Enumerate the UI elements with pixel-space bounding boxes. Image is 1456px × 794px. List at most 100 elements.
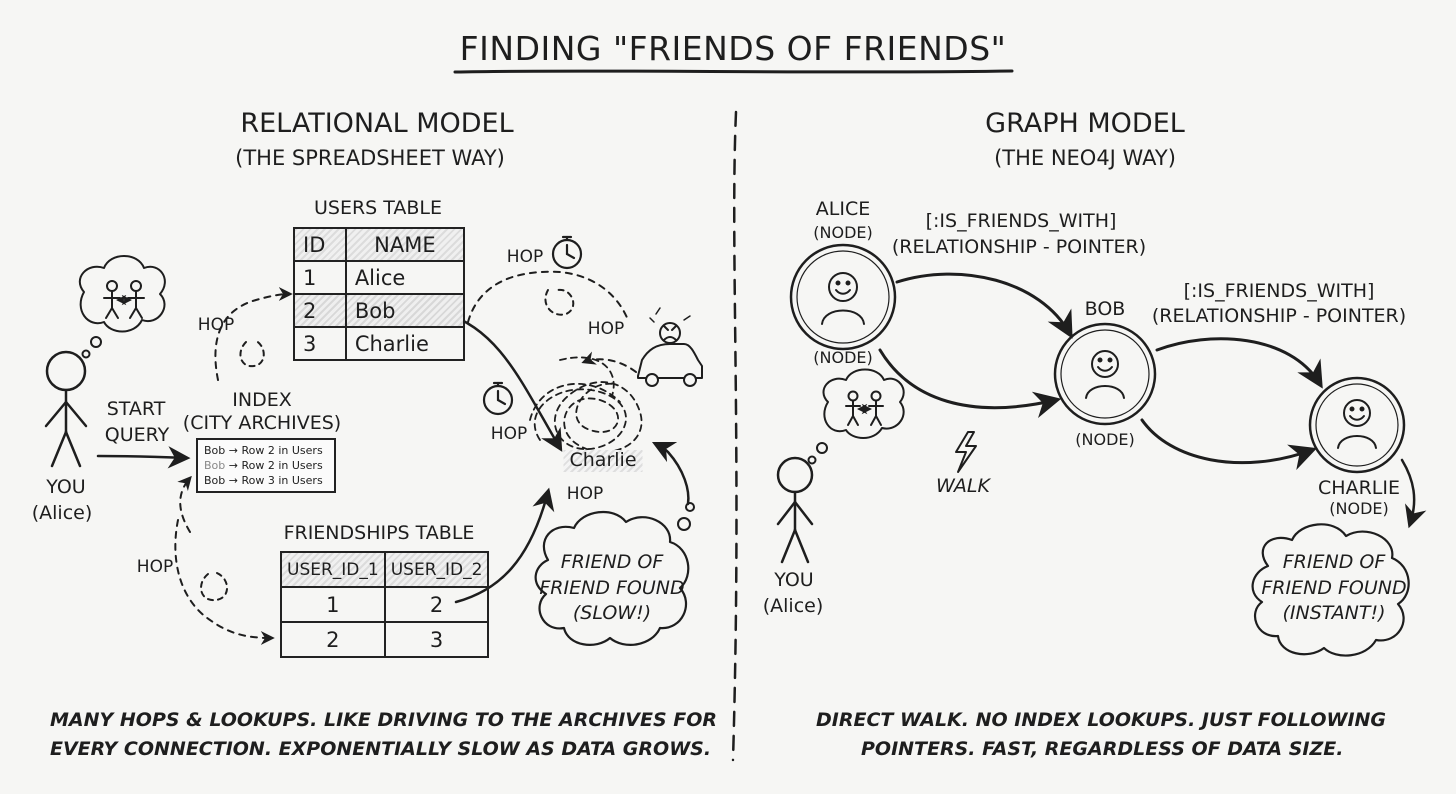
table-header: USER_ID_1: [280, 551, 386, 588]
index-box: Bob → Row 2 in Users Bob → Row 2 in User…: [196, 438, 336, 493]
you-label: YOU: [774, 569, 814, 591]
cloud-to-charlie-arrow: [651, 441, 688, 504]
alice-bob-walk-arrow: [880, 350, 1062, 419]
table-cell: Charlie: [344, 326, 466, 361]
hop-arrow-to-friendships: [175, 520, 275, 645]
graph-subheading: (THE NEO4J WAY): [994, 146, 1176, 170]
index-row: Bob → Row 3 in Users: [204, 474, 323, 487]
index-row: Bob → Row 2 in Users: [204, 459, 323, 472]
relationship-type-label: [:IS_FRIENDS_WITH]: [925, 210, 1117, 232]
friends-thought-cloud-icon: [80, 256, 165, 358]
hop-label: HOP: [136, 557, 174, 577]
table-cell: 2: [280, 621, 386, 658]
alice-node-circle: [791, 245, 895, 349]
walk-label: WALK: [936, 475, 990, 497]
you-name: (Alice): [31, 502, 93, 524]
stopwatch-icon: [553, 237, 581, 268]
table-row: 2 Bob: [293, 293, 466, 328]
alice-node-label: (NODE): [813, 348, 873, 367]
table-row: 3 Charlie: [293, 326, 466, 361]
hop-label: HOP: [197, 315, 235, 335]
bob-label: BOB: [1084, 298, 1126, 320]
charlie-node-label: (NODE): [1329, 499, 1389, 518]
hop-label: HOP: [587, 319, 625, 339]
relationship-desc-label: (RELATIONSHIP - POINTER): [891, 236, 1147, 258]
hop-arrow-bottom-to-index: [177, 475, 192, 532]
index-subtitle: (CITY ARCHIVES): [182, 412, 342, 434]
start-query-arrow: [98, 446, 191, 469]
index-title: INDEX: [232, 389, 292, 411]
hop-loop-small: [240, 340, 263, 366]
table-cell: 3: [293, 326, 347, 361]
charlie-to-cloud-arrow: [1402, 460, 1427, 529]
hop-loop-top: [545, 290, 573, 315]
bob-smiley-face-icon: [1086, 351, 1124, 398]
charlie-target-label: Charlie: [563, 449, 643, 472]
table-row: 1 2: [280, 586, 490, 623]
relational-heading: RELATIONAL MODEL: [240, 108, 514, 139]
table-cell: 2: [383, 586, 490, 623]
you-stick-figure-icon: [46, 352, 86, 466]
table-header-row: USER_ID_1 USER_ID_2: [280, 551, 490, 588]
charlie-node-circle: [1310, 378, 1404, 472]
slow-result-text: FRIEND OF FRIEND FOUND (SLOW!): [539, 551, 685, 625]
alice-label: ALICE: [815, 198, 871, 220]
hop-arrow-index-to-users: [215, 287, 293, 380]
lightning-bolt-icon: [956, 432, 976, 472]
stopwatch-icon: [484, 383, 512, 414]
table-cell: Bob: [344, 293, 466, 328]
table-cell: 1: [280, 586, 386, 623]
graph-caption: DIRECT WALK. NO INDEX LOOKUPS. JUST FOLL…: [816, 709, 1387, 761]
friends-thought-cloud-icon: [809, 370, 904, 464]
charlie-label: CHARLIE: [1318, 477, 1400, 499]
friendships-table-title: FRIENDSHIPS TABLE: [283, 522, 475, 544]
hop-label: HOP: [506, 247, 544, 267]
table-header: ID: [293, 227, 347, 262]
alice-to-bob-pointer-arrow: [897, 274, 1073, 339]
hop-label: HOP: [490, 424, 528, 444]
bob-charlie-walk-arrow: [1142, 420, 1318, 471]
table-row: 2 3: [280, 621, 490, 658]
relational-subheading: (THE SPREADSHEET WAY): [235, 146, 505, 170]
you-name: (Alice): [762, 595, 824, 617]
bob-to-charlie-pointer-arrow: [1157, 339, 1323, 389]
table-cell: 2: [293, 293, 347, 328]
relational-caption: MANY HOPS & LOOKUPS. LIKE DRIVING TO THE…: [50, 709, 718, 761]
table-header: NAME: [344, 227, 466, 262]
angry-driver-car-icon: [638, 308, 702, 386]
instant-result-text: FRIEND OF FRIEND FOUND (INSTANT!): [1261, 551, 1407, 625]
relationship-desc-label: (RELATIONSHIP - POINTER): [1151, 305, 1407, 327]
tangled-paths-scribble: [530, 357, 642, 452]
bob-node-circle: [1055, 324, 1155, 424]
friendships-table: USER_ID_1 USER_ID_2 1 2 2 3: [280, 551, 490, 658]
page-title: FINDING "FRIENDS OF FRIENDS": [459, 29, 1007, 68]
hop-loop-lower: [201, 572, 227, 600]
graph-heading: GRAPH MODEL: [985, 108, 1185, 139]
relationship-type-label: [:IS_FRIENDS_WITH]: [1183, 280, 1375, 302]
alice-smiley-face-icon: [822, 273, 864, 324]
start-query-label: QUERY: [104, 424, 170, 446]
table-cell: Alice: [344, 260, 466, 295]
start-query-label: START: [106, 398, 166, 420]
table-header: USER_ID_2: [383, 551, 490, 588]
table-cell: 3: [383, 621, 490, 658]
hop-arrow-right: [581, 351, 636, 372]
bob-node-label: (NODE): [1075, 430, 1135, 449]
hop-label: HOP: [566, 484, 604, 504]
table-header-row: ID NAME: [293, 227, 466, 262]
title-underline: [455, 71, 1012, 72]
index-row: Bob → Row 2 in Users: [204, 444, 323, 457]
you-label: YOU: [46, 476, 86, 498]
charlie-smiley-face-icon: [1338, 400, 1376, 448]
table-cell: 1: [293, 260, 347, 295]
table-row: 1 Alice: [293, 260, 466, 295]
users-table-title: USERS TABLE: [313, 197, 443, 219]
alice-node-label: (NODE): [813, 223, 873, 242]
hop-arrow-top: [468, 272, 628, 322]
center-divider: [733, 112, 736, 760]
instant-result-cloud: [1253, 524, 1409, 655]
you-stick-figure-icon: [778, 458, 812, 562]
users-table: ID NAME 1 Alice 2 Bob 3 Charlie: [293, 227, 466, 361]
slow-result-cloud: [536, 512, 689, 645]
